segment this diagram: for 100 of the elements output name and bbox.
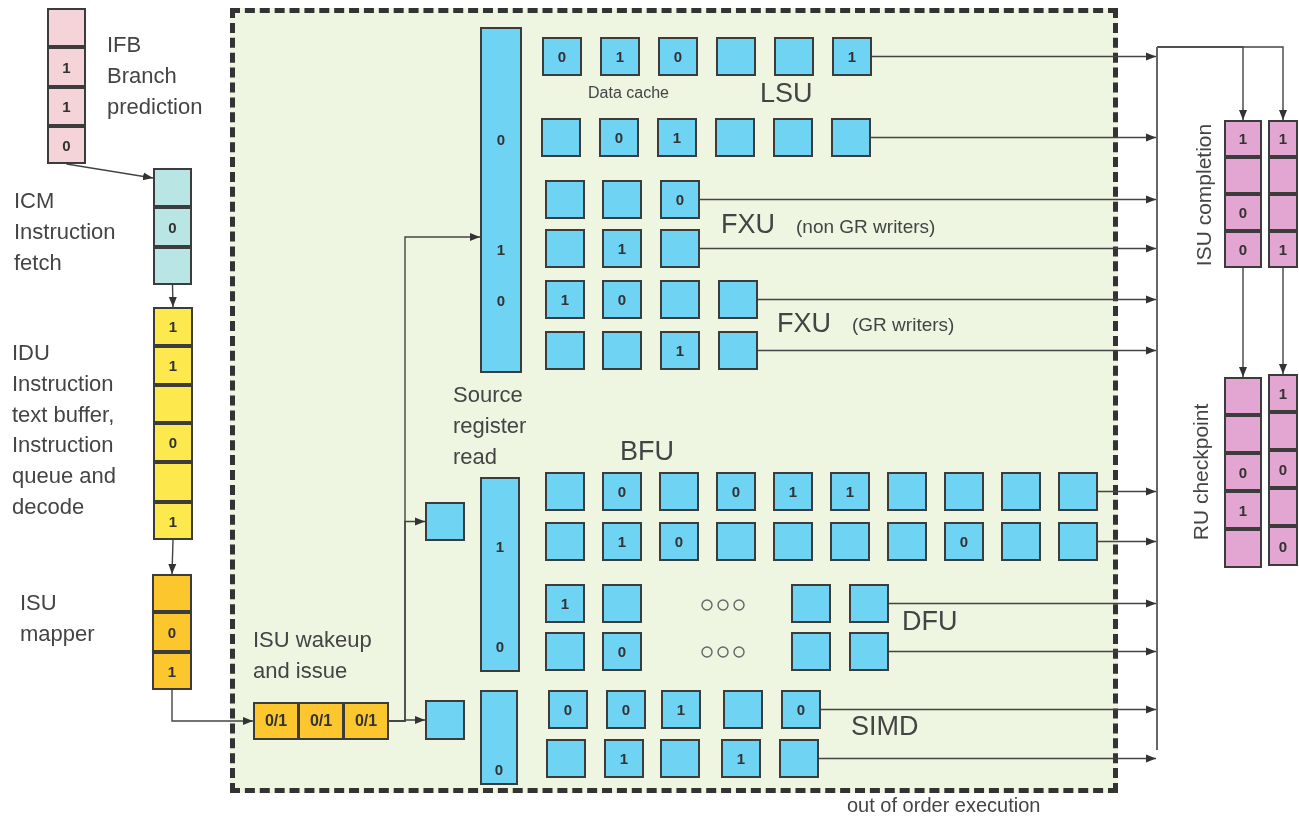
bit-value: 0 (1278, 461, 1288, 477)
stage-label: Source register read (453, 381, 528, 471)
bit-value: 1 (672, 130, 682, 145)
register-cell (718, 280, 758, 319)
bit-value: 0 (614, 130, 624, 145)
register-cell (152, 612, 192, 652)
bit-value: 1 (788, 484, 798, 499)
bus-line (1156, 47, 1158, 750)
register-cell (425, 700, 465, 740)
register-cell (153, 462, 193, 502)
register-cell (606, 690, 646, 729)
register-cell (887, 522, 927, 561)
register-cell (773, 118, 813, 157)
register-cell (152, 652, 192, 690)
unit-label: FXU (721, 211, 776, 238)
register-cell (781, 690, 821, 729)
register-cell (716, 472, 756, 511)
bit-value: 0 (494, 639, 506, 654)
register-cell (1001, 522, 1041, 561)
bit-value: 1 (736, 751, 746, 766)
register-cell (774, 37, 814, 76)
arrow (171, 689, 254, 725)
register-cell (1224, 157, 1262, 194)
bit-value: 0 (167, 624, 177, 640)
arrow (888, 599, 1157, 608)
bit-value: 1 (62, 59, 71, 75)
register-cell (602, 180, 642, 219)
bit-value: 1 (847, 49, 857, 64)
register-cell (153, 168, 192, 207)
register-cell (545, 331, 585, 370)
register-cell (602, 584, 642, 623)
arrow (818, 754, 1157, 763)
unit-label: SIMD (851, 713, 920, 740)
arrow (757, 346, 1157, 355)
unit-label: (non GR writers) (796, 217, 937, 236)
register-cell (545, 584, 585, 623)
bit-value: 1 (845, 484, 855, 499)
register-cell (779, 739, 819, 778)
register-cell (153, 346, 193, 385)
register-cell (1268, 231, 1298, 268)
register-cell (602, 522, 642, 561)
arrow (870, 133, 1157, 142)
register-cell (153, 247, 192, 285)
arrow (65, 163, 154, 181)
stage-label: ISU mapper (20, 589, 96, 648)
register-cell (773, 472, 813, 511)
bit-value: 0 (959, 534, 969, 549)
register-bar (480, 27, 522, 373)
bit-value: 1 (617, 534, 627, 549)
register-cell (849, 584, 889, 623)
bit-value: 0 (168, 435, 178, 450)
arrow (168, 284, 177, 308)
bit-value: 1 (1238, 502, 1248, 518)
bit-value: 0 (617, 292, 627, 307)
stage-label: ISU wakeup and issue (253, 626, 373, 685)
register-cell (887, 472, 927, 511)
bit-value: 0/1 (354, 713, 378, 729)
register-cell (602, 280, 642, 319)
register-cell (153, 307, 193, 346)
register-cell (660, 280, 700, 319)
unit-label: RU checkpoint (1189, 403, 1211, 541)
arrow (820, 705, 1157, 714)
unit-label: ISU completion (1192, 123, 1214, 267)
register-cell (602, 229, 642, 268)
bit-value: 1 (167, 663, 177, 679)
bit-value: 0 (1238, 242, 1248, 257)
register-cell (546, 739, 586, 778)
register-cell (1268, 374, 1298, 412)
unit-label: LSU (760, 80, 814, 107)
register-cell (545, 632, 585, 671)
arrow (871, 52, 1157, 61)
bit-value: 0 (621, 702, 631, 717)
arrow (1239, 267, 1247, 378)
register-cell (832, 37, 872, 76)
register-cell (153, 385, 193, 423)
unit-label: (GR writers) (852, 315, 956, 334)
bit-value: 1 (168, 358, 178, 373)
register-cell (657, 118, 697, 157)
bit-value: 1 (619, 751, 629, 766)
bit-value: 1 (168, 319, 178, 334)
bit-value: 0 (168, 219, 177, 235)
bit-value: 0 (1238, 205, 1248, 220)
bit-value: 0 (675, 192, 685, 207)
register-cell (721, 739, 761, 778)
register-bar (480, 690, 518, 785)
register-cell (716, 522, 756, 561)
arrow (1156, 46, 1287, 121)
register-cell (1224, 453, 1262, 491)
bit-value: 0 (493, 762, 505, 777)
bit-value: 0 (1238, 464, 1248, 480)
register-cell (1058, 472, 1098, 511)
bit-value: 1 (1278, 242, 1288, 257)
register-cell (541, 118, 581, 157)
register-cell (253, 702, 299, 740)
register-cell (660, 229, 700, 268)
register-cell (831, 118, 871, 157)
register-cell (1224, 529, 1262, 568)
register-cell (773, 522, 813, 561)
register-cell (47, 126, 86, 164)
register-cell (1224, 491, 1262, 529)
